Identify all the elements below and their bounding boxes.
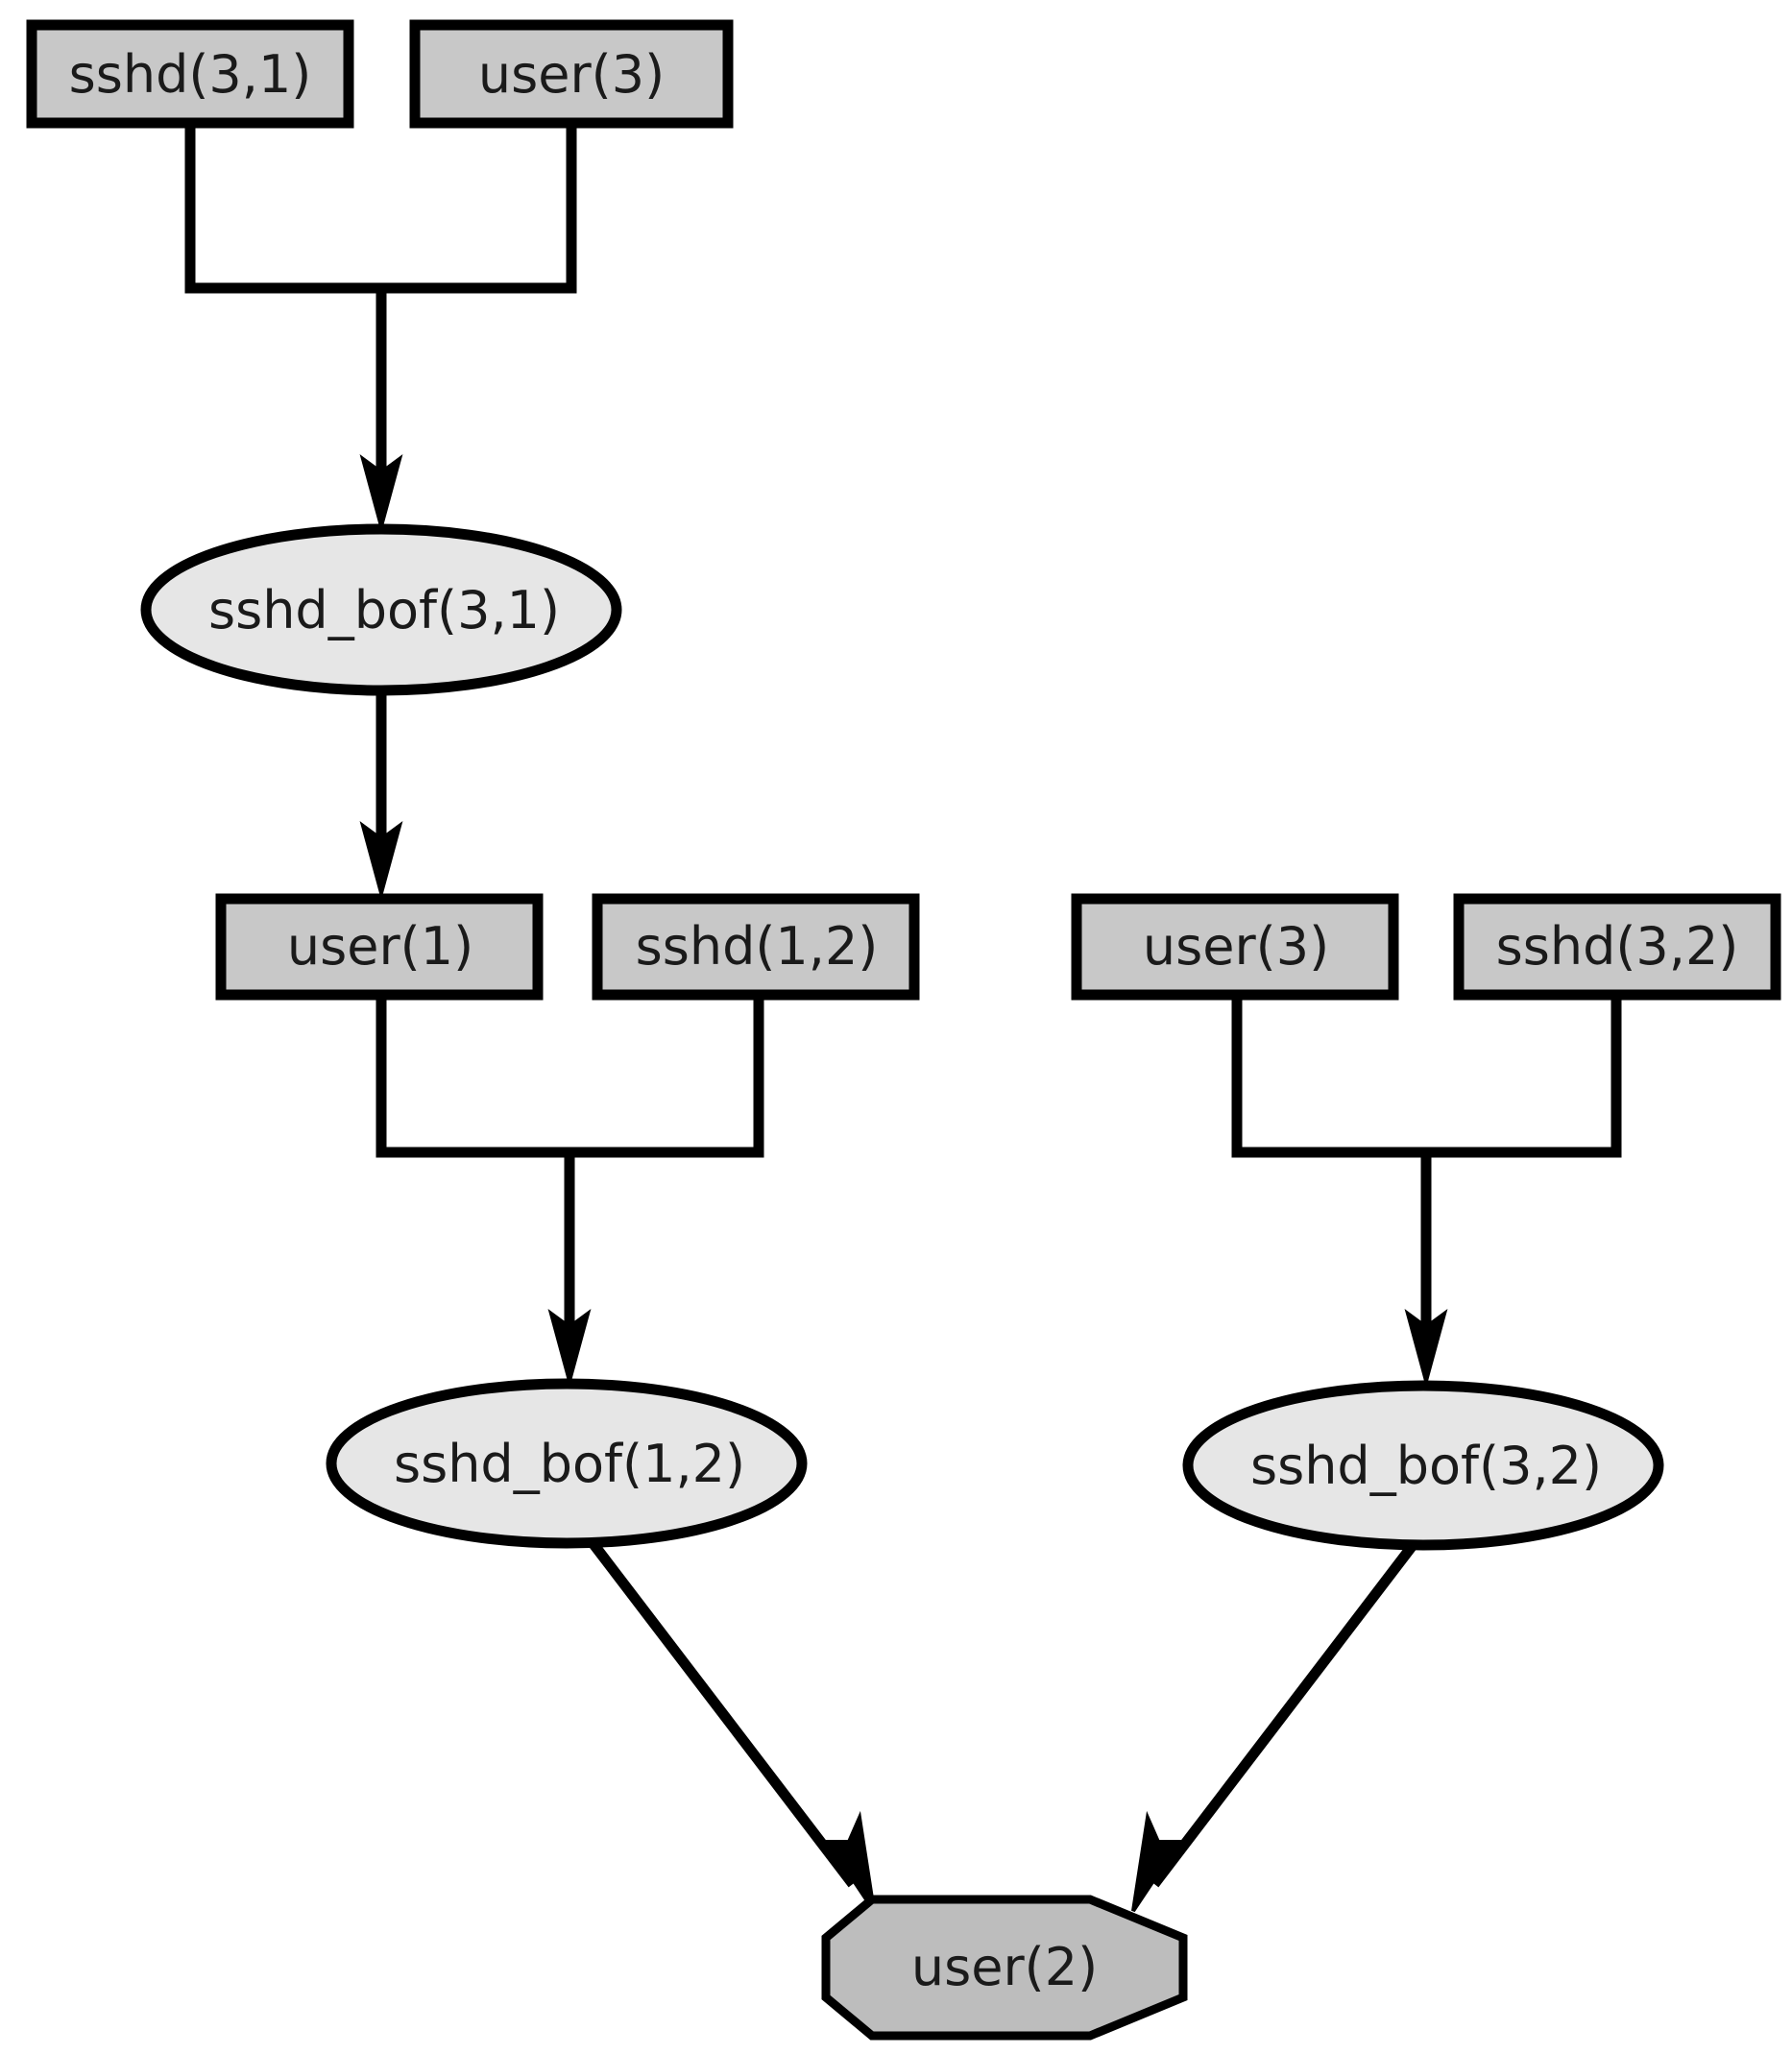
node-user-2: user(2): [821, 1895, 1188, 2041]
node-label: sshd_bof(1,2): [394, 1434, 745, 1494]
node-user-3-top: user(3): [409, 19, 734, 129]
node-sshd-3-1: sshd(3,1): [26, 19, 354, 129]
node-label: sshd_bof(3,1): [208, 580, 560, 640]
node-sshd-bof-3-2: sshd_bof(3,2): [1182, 1380, 1664, 1551]
node-sshd-bof-3-1: sshd_bof(3,1): [140, 523, 622, 696]
node-user-3-right: user(3): [1071, 893, 1399, 1001]
node-label: user(2): [911, 1937, 1098, 1997]
edge-bof-3-2-to-user-2: [1150, 1540, 1418, 1888]
node-label: sshd(1,2): [636, 916, 879, 977]
arrowhead-to-sshd-bof-3-1: [359, 453, 403, 534]
join-connector-top: [184, 123, 577, 294]
node-label: user(1): [287, 916, 473, 977]
arrowhead-bof-3-2-to-user-2: [1131, 1810, 1183, 1913]
arrowhead-to-sshd-bof-1-2: [547, 1308, 592, 1389]
arrowhead-bof-1-2-to-user-2: [824, 1810, 876, 1913]
join-connector-right: [1231, 995, 1622, 1158]
connectors: [184, 123, 1622, 1913]
node-sshd-3-2: sshd(3,2): [1453, 893, 1781, 1001]
node-label: user(3): [1143, 916, 1329, 977]
edge-bof-1-2-to-user-2: [589, 1540, 858, 1888]
node-sshd-bof-1-2: sshd_bof(1,2): [326, 1378, 808, 1549]
node-label: sshd(3,2): [1496, 916, 1739, 977]
node-label: sshd(3,1): [69, 44, 312, 105]
node-user-1: user(1): [215, 893, 544, 1001]
node-label: sshd_bof(3,2): [1250, 1436, 1602, 1496]
join-connector-left: [375, 995, 764, 1158]
node-label: user(3): [478, 44, 665, 105]
arrowhead-to-user-1: [359, 820, 403, 901]
node-sshd-1-2: sshd(1,2): [592, 893, 920, 1001]
arrowhead-to-sshd-bof-3-2: [1404, 1308, 1448, 1389]
